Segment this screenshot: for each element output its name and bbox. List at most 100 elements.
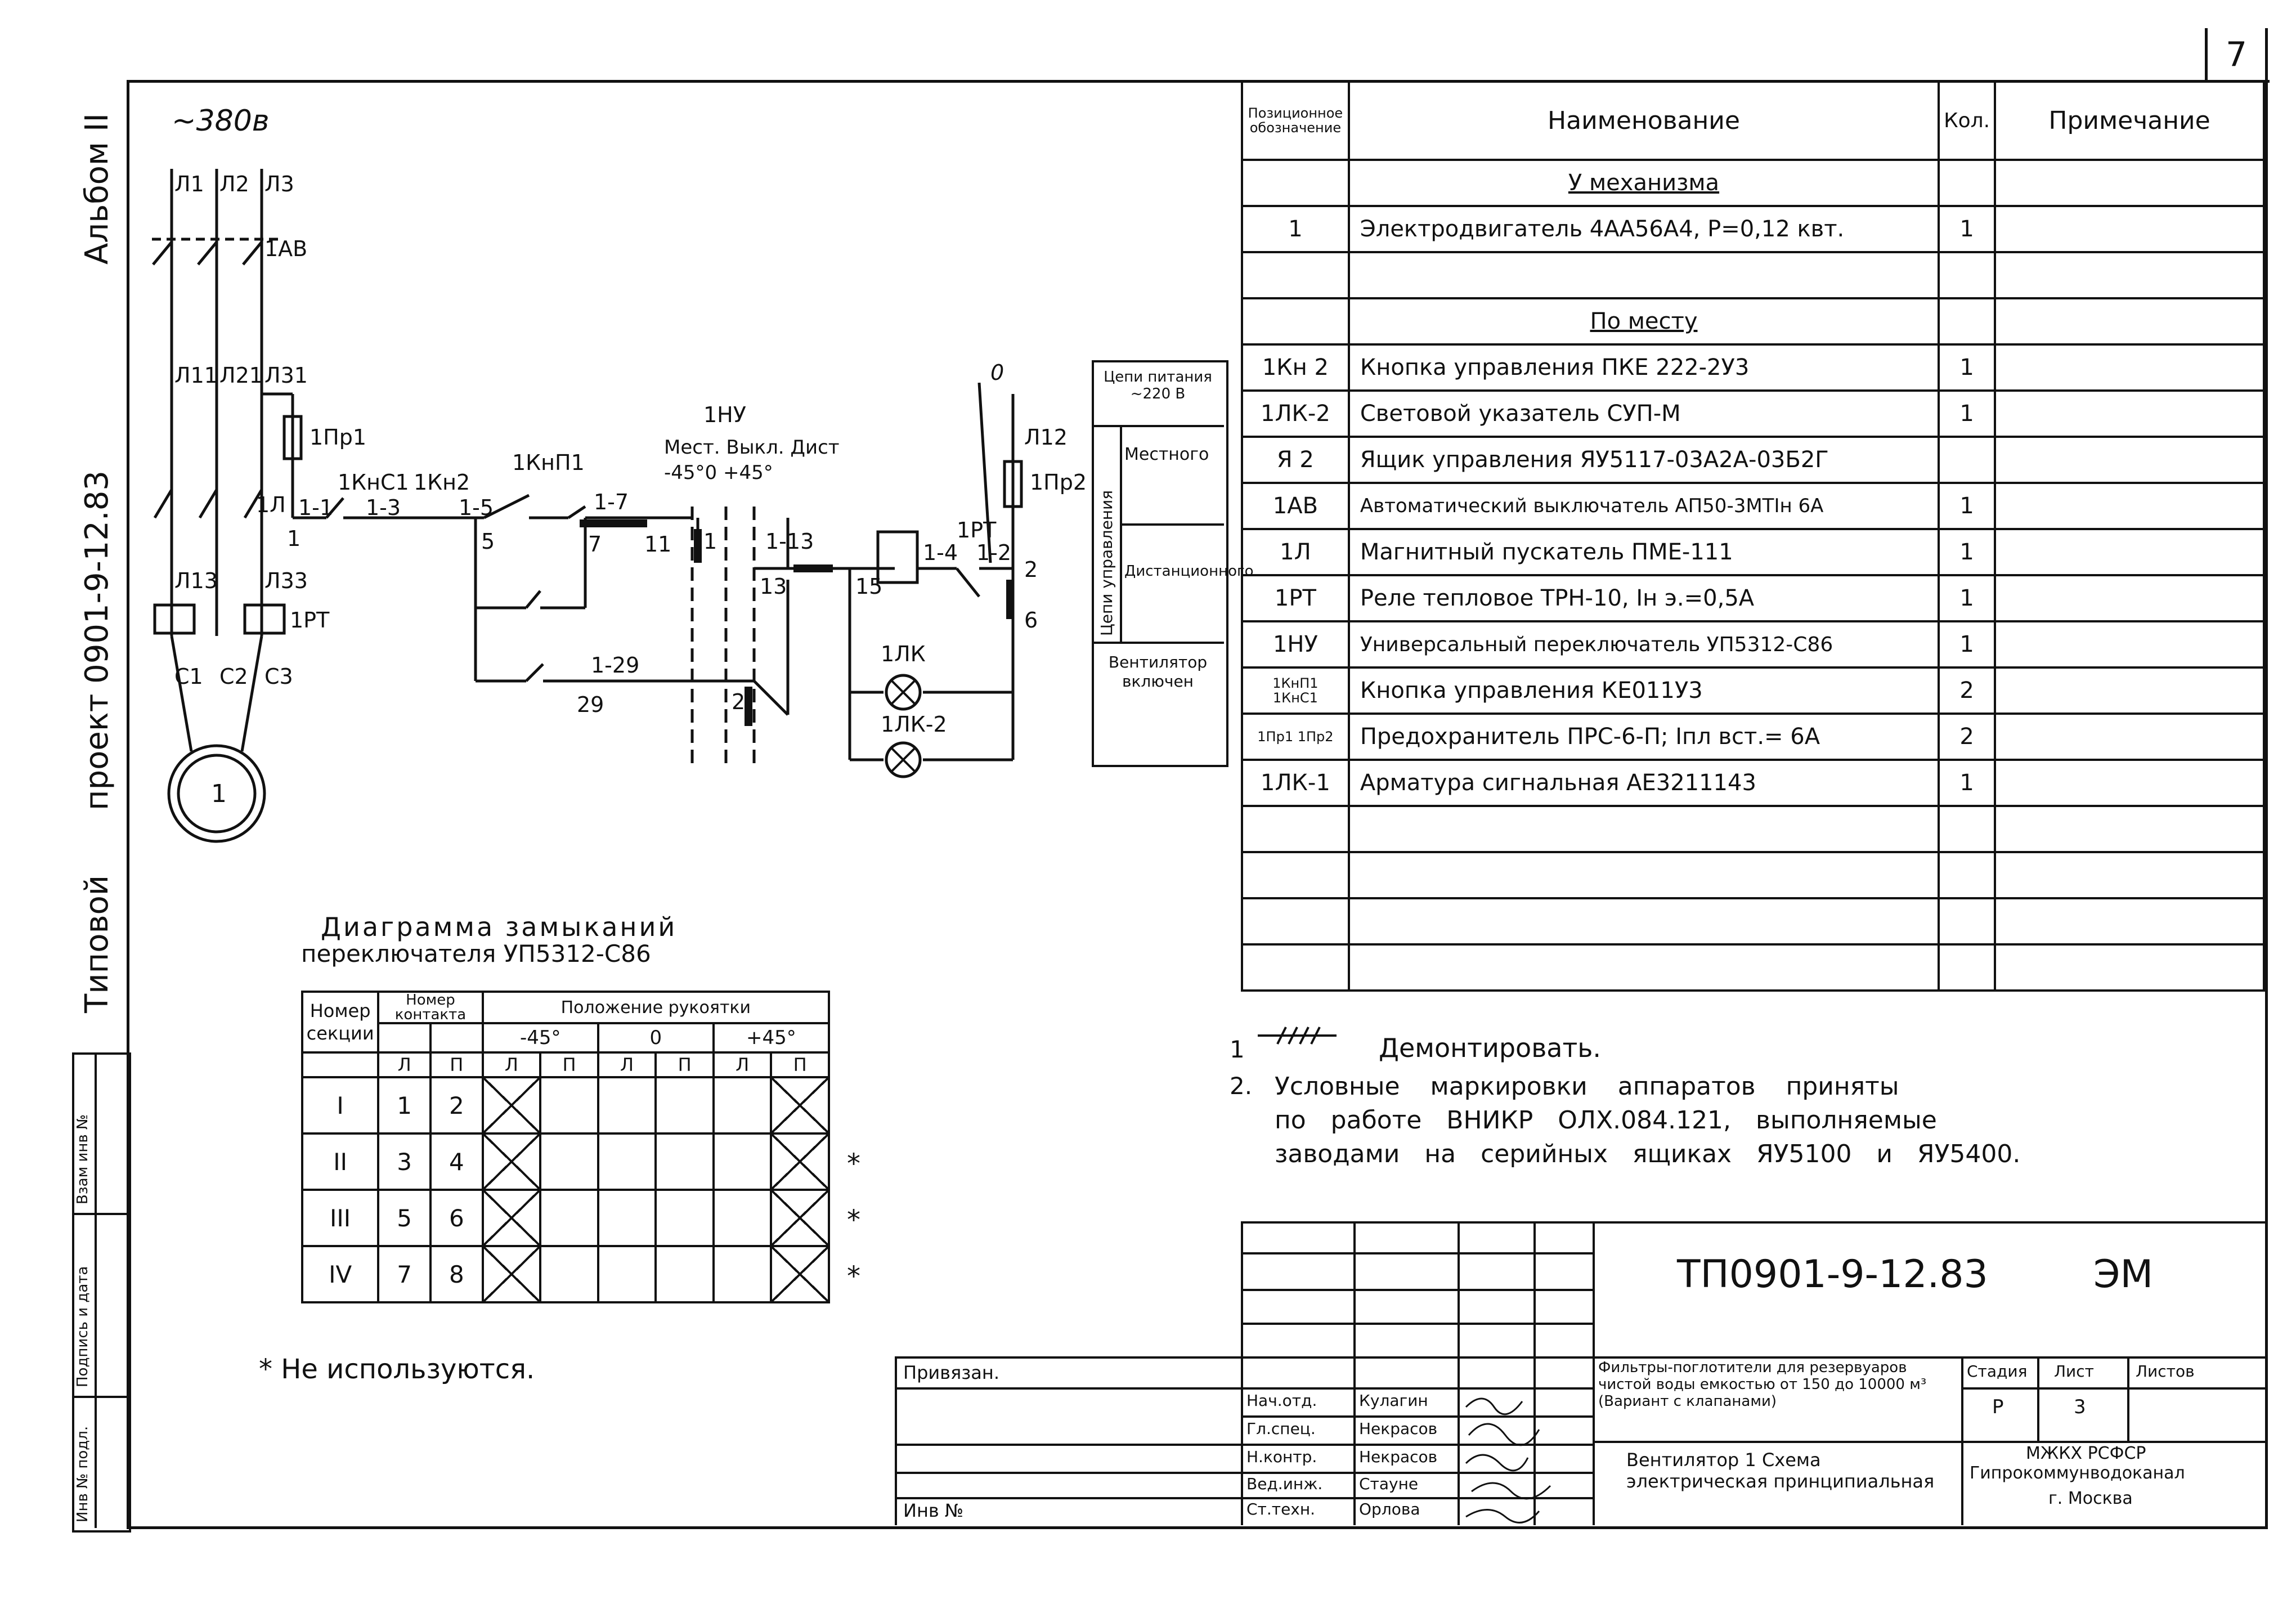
spec-header-note: Примечание <box>1994 80 2265 161</box>
tb-left-h2 <box>895 1444 1241 1446</box>
drawing-frame <box>127 80 2268 1529</box>
tb-h-r4 <box>1241 1472 1593 1474</box>
w12-label: 1-2 <box>976 540 1012 565</box>
role-1: Нач.отд. <box>1246 1391 1317 1410</box>
electrical-schematic <box>152 169 1023 843</box>
diag-angle-3: +45° <box>712 1022 831 1054</box>
lk-label: 1ЛК <box>881 642 926 666</box>
spec-section-2: По месту <box>1347 297 1940 346</box>
spec-header-pos: Позиционное обозначение <box>1241 80 1350 161</box>
closure-mark <box>770 1245 830 1303</box>
row-star-3: * <box>847 1204 860 1236</box>
w15-label: 1-5 <box>459 495 494 520</box>
circuit-h2 <box>1120 523 1224 526</box>
circuit-fan: Вентилятор включен <box>1108 653 1208 691</box>
tb-left-h3 <box>895 1472 1241 1474</box>
line-mid-1: Л11 <box>174 363 218 388</box>
kn2-label: 1Кн2 <box>414 470 470 495</box>
circuit-h3 <box>1092 642 1224 644</box>
motor-term-2: С2 <box>219 664 248 689</box>
sheet-header: Лист <box>2054 1362 2094 1381</box>
diagram-title-1: Диаграмма замыканий <box>321 912 678 942</box>
w113-label: 1-13 <box>765 529 814 554</box>
switch-label: 1НУ <box>703 402 746 427</box>
motor-term-1: С1 <box>174 664 203 689</box>
document-code: ТП0901-9-12.83 <box>1677 1252 1988 1297</box>
tb-left-h1 <box>895 1387 1241 1390</box>
closure-mark <box>770 1076 830 1135</box>
tb-v5 <box>1593 1221 1595 1525</box>
tb-v-stage3 <box>2127 1356 2129 1441</box>
switch-desc: Мест. Выкл. Дист <box>664 436 840 459</box>
tb-h-r2 <box>1241 1415 1593 1418</box>
w13b-label: 13 <box>760 574 787 599</box>
row-star-4: * <box>847 1261 860 1292</box>
phase-label-1: Л1 <box>174 172 204 196</box>
note-2-line-3: заводами на серийных ящиках ЯУ5100 и ЯУ5… <box>1275 1140 2021 1168</box>
circuit-header: Цепи питания ~220 В <box>1104 369 1212 402</box>
document-mark: ЭМ <box>2093 1252 2154 1297</box>
name-2: Некрасов <box>1359 1419 1438 1438</box>
specification-table: Позиционное обозначение Наименование Кол… <box>1241 80 2265 992</box>
breaker-label: 1АВ <box>264 236 308 261</box>
closure-mark <box>481 1189 542 1247</box>
diag-angle-1: -45° <box>481 1022 599 1054</box>
note-2-line-1: Условные маркировки аппаратов приняты <box>1275 1072 1899 1101</box>
note-2-line-2: по работе ВНИКР ОЛХ.084.121, выполняемые <box>1275 1106 1937 1135</box>
knp1-label: 1КнП1 <box>512 450 585 475</box>
motor-term-3: С3 <box>264 664 293 689</box>
table-row: 1 Электродвигатель 4АА56А4, Р=0,12 квт. … <box>1241 205 2265 253</box>
pt-label: 1РТ <box>957 518 997 543</box>
sheet-value: 3 <box>2074 1396 2086 1418</box>
motor-number: 1 <box>211 779 227 808</box>
w0-label: 0 <box>990 360 1004 385</box>
tb-h-stage <box>1961 1387 2265 1390</box>
circuit-local: Местного <box>1124 445 1209 464</box>
diag-angle-2: 0 <box>597 1022 715 1054</box>
wire-1-1: 1-1 <box>298 495 334 520</box>
tb-h-upper2 <box>1241 1289 1593 1291</box>
closure-mark <box>770 1132 830 1191</box>
desc-project: Фильтры-поглотители для резервуаров чист… <box>1598 1359 1927 1410</box>
role-2: Гл.спец. <box>1246 1419 1316 1438</box>
row-star-2: * <box>847 1148 860 1180</box>
role-4: Вед.инж. <box>1246 1475 1323 1493</box>
diagram-footnote: * Не используются. <box>259 1354 535 1385</box>
note-1-number: 1 <box>1230 1036 1245 1063</box>
w14-label: 1-4 <box>923 540 958 565</box>
tb-left-v <box>895 1356 897 1525</box>
closure-diagram-table: Номер секции Номер контакта Положение ру… <box>301 991 831 1303</box>
diag-h-section: Номер секции <box>301 991 380 1054</box>
org-2: Гипрокоммунводоканал <box>1970 1463 2185 1483</box>
tb-h-upper3 <box>1241 1323 1593 1325</box>
stamp-sign: Подпись и дата <box>74 1266 91 1387</box>
tb-h-r3 <box>1241 1444 1593 1446</box>
w13-label: 1-3 <box>366 495 401 520</box>
tb-v2 <box>1353 1221 1356 1525</box>
role-3: Н.контр. <box>1246 1448 1317 1466</box>
tb-h-r1 <box>1241 1387 1593 1390</box>
w29-label: 29 <box>577 692 604 717</box>
tb-v-stage2 <box>2037 1356 2039 1441</box>
titleblock-frame <box>895 1356 2265 1527</box>
inv-label: Инв № <box>903 1500 964 1521</box>
note-2-number: 2. <box>1230 1072 1253 1100</box>
line-mid-2: Л21 <box>219 363 263 388</box>
spec-header-qty: Кол. <box>1938 80 1997 161</box>
tb-h-upper1 <box>1241 1252 1593 1254</box>
closure-mark <box>770 1189 830 1247</box>
spec-header-name: Наименование <box>1347 80 1940 161</box>
tb-left-h4 <box>895 1497 1241 1499</box>
tb-v1 <box>1241 1221 1243 1525</box>
signatures <box>1465 1397 1551 1524</box>
